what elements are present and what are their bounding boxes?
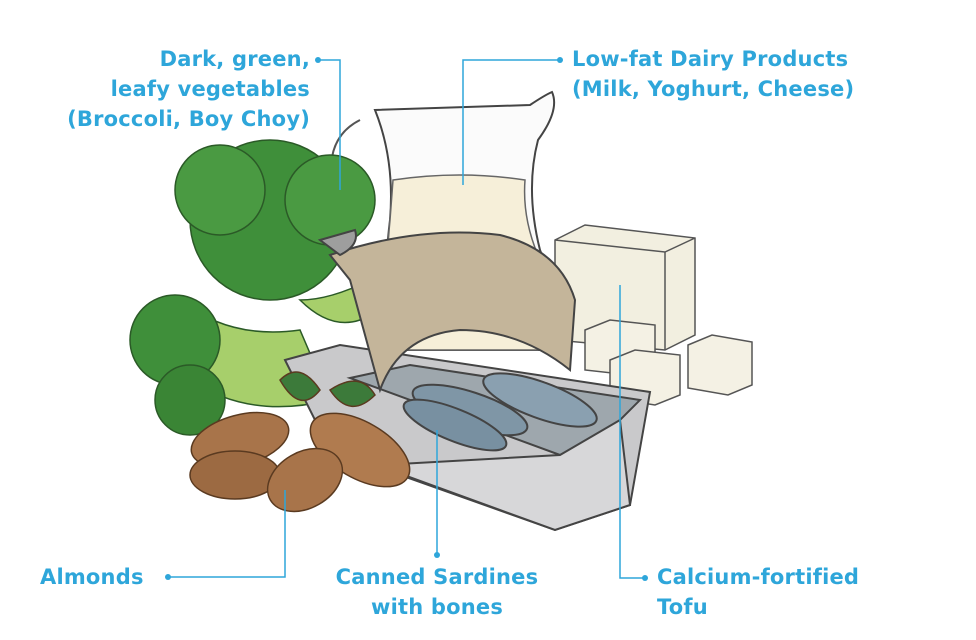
- label-tofu-line2: Tofu: [657, 595, 708, 619]
- label-greens-line3: (Broccoli, Boy Choy): [67, 107, 310, 131]
- label-tofu-line1: Calcium-fortified: [657, 565, 860, 589]
- label-tofu: Calcium-fortified Tofu: [657, 562, 859, 622]
- leader-lines: [168, 59, 645, 579]
- label-greens-line1: Dark, green,: [159, 47, 310, 71]
- label-sardines-line2: with bones: [370, 595, 504, 619]
- tofu-illustration: [554, 224, 753, 406]
- label-dairy-line2: (Milk, Yoghurt, Cheese): [572, 77, 855, 101]
- label-greens: Dark, green, leafy vegetables (Broccoli,…: [67, 44, 310, 134]
- almonds-illustration: [189, 371, 411, 513]
- label-sardines-line1: Canned Sardines: [335, 565, 539, 589]
- label-dairy-line1: Low-fat Dairy Products: [572, 47, 849, 71]
- label-greens-line2: leafy vegetables: [110, 77, 310, 101]
- label-almonds: Almonds: [40, 562, 144, 592]
- label-dairy: Low-fat Dairy Products (Milk, Yoghurt, C…: [572, 44, 854, 104]
- leader-dots: [165, 57, 648, 581]
- sardine-can-illustration: [283, 228, 652, 532]
- label-almonds-line1: Almonds: [40, 565, 144, 589]
- label-sardines: Canned Sardines with bones: [317, 562, 557, 622]
